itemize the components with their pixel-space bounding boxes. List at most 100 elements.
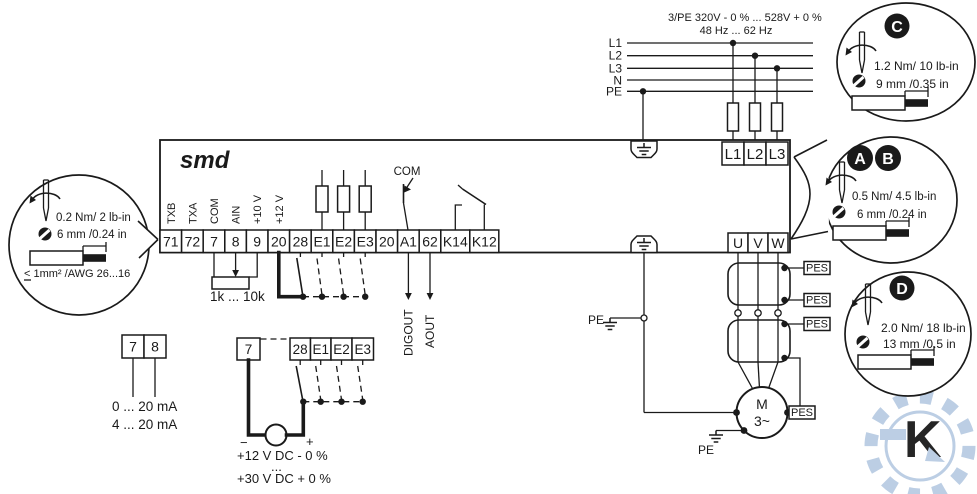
terminal-28-v: 28 — [293, 342, 308, 357]
callout-left-bubble — [8, 174, 150, 316]
gear-inner-ring — [884, 410, 956, 482]
signal-labels: TXB TXA COM AIN +10 V +12 V — [166, 194, 286, 224]
wiper-arrowhead — [232, 270, 239, 277]
pe-equipotential-wire: PE — [588, 252, 734, 414]
terminal-E2: E2 — [335, 234, 352, 250]
aout-label: AOUT — [423, 314, 437, 348]
terminal-W: W — [771, 235, 785, 251]
mains-spec: 3/PE 320V - 0 % ... 528V + 0 % — [668, 12, 822, 24]
ab-strip: 6 mm /0.24 in — [857, 209, 927, 221]
terminal-E3: E3 — [357, 234, 374, 250]
wire-end-icon — [37, 226, 53, 242]
terminal-U: U — [733, 235, 743, 251]
mains-supply: 3/PE 320V - 0 % ... 528V + 0 % 48 Hz ...… — [606, 12, 822, 142]
current-input-option: 7 8 0 ... 20 mA 4 ... 20 mA — [112, 334, 177, 432]
watermark-arrow-bar — [880, 429, 906, 440]
pes-clamp-3 — [803, 316, 831, 332]
com-label: COM — [394, 166, 421, 178]
signal-COM: COM — [209, 198, 221, 224]
pes-label-2: PES — [806, 295, 828, 307]
pe-terminal-top — [630, 140, 658, 159]
digout-arrow: DIGOUT — [401, 252, 415, 356]
pot-range-label: 1k ... 10k — [210, 289, 265, 304]
source-wire-plus — [284, 400, 306, 437]
terminal-9: 9 — [253, 234, 261, 250]
d-torque: 2.0 Nm/ 18 lb-in — [881, 321, 966, 335]
switch-E2 — [337, 252, 345, 296]
terminal-62: 62 — [422, 234, 438, 250]
terminal-A1: A1 — [400, 234, 417, 250]
callout-motor-terminals: D 2.0 Nm/ 18 lb-in 13 mm /0.5 in — [844, 271, 972, 397]
wire-end-icon — [855, 334, 871, 350]
internal-pullup-resistors — [315, 170, 372, 230]
motor-m: M — [756, 396, 768, 412]
callout-mains-terminals: C 1.2 Nm/ 10 lb-in 9 mm /0.35 in — [836, 2, 976, 122]
terminal-7-cur: 7 — [129, 339, 137, 355]
digout-label: DIGOUT — [401, 309, 415, 356]
relay-contact-icon — [454, 184, 487, 230]
terminal-E1: E1 — [313, 234, 330, 250]
motor-phase: 3~ — [754, 413, 770, 429]
badge-C — [884, 13, 910, 39]
fuse-L1 — [726, 102, 740, 132]
signal-12V: +12 V — [274, 194, 286, 224]
switch-E3 — [359, 252, 366, 296]
wire-end-icon — [831, 204, 847, 220]
signal-TXB: TXB — [166, 203, 178, 224]
terminal-20: 20 — [271, 234, 287, 250]
wire-end-icon — [851, 73, 867, 89]
terminal-72: 72 — [185, 234, 201, 250]
label-L2: L2 — [609, 49, 623, 63]
terminal-E3-v: E3 — [354, 342, 371, 357]
drive-block: smd COM TXB TXA COM AIN +10 — [159, 139, 791, 254]
fuses — [726, 43, 784, 142]
signal-10V: +10 V — [252, 194, 264, 224]
fuse-L3 — [770, 102, 784, 132]
label-N: N — [613, 74, 622, 88]
supply-12v-wire — [277, 250, 304, 299]
badge-B-letter: B — [882, 151, 894, 168]
switch-E1-v — [315, 360, 322, 400]
voltage-input-option: 7 28 E1 E2 E3 − + +12 V DC - 0 % ... +30… — [236, 337, 375, 486]
cable-shield-2 — [727, 319, 791, 363]
cable-shield-1 — [727, 262, 791, 306]
terminal-20b: 20 — [379, 234, 395, 250]
terminal-71: 71 — [163, 234, 179, 250]
terminal-E1-v: E1 — [312, 342, 329, 357]
switch-E2-v — [335, 360, 343, 400]
gear-icon — [864, 390, 976, 494]
pe-mid-label: PE — [588, 313, 604, 327]
terminal-7-v: 7 — [245, 342, 253, 357]
switch-E1 — [316, 252, 323, 296]
watermark-logo: K — [864, 390, 976, 494]
mains-frequency: 48 Hz ... 62 Hz — [700, 25, 773, 37]
terminal-K14: K14 — [443, 234, 468, 250]
motor-power-path: PES PES PES M 3~ PES PE PE — [588, 252, 831, 457]
switch-28 — [296, 252, 304, 295]
badge-D — [889, 275, 915, 301]
terminal-7: 7 — [210, 234, 218, 250]
watermark-arrowhead — [925, 447, 945, 462]
pes-clamp-1 — [803, 260, 831, 276]
terminal-28: 28 — [293, 234, 309, 250]
signal-AIN: AIN — [231, 206, 243, 224]
mains-terminal-strip: L1 L2 L3 — [721, 141, 789, 166]
badge-B — [875, 145, 901, 171]
badge-A — [847, 145, 873, 171]
badge-D-letter: D — [896, 281, 908, 298]
left-wire-gauge: < 1mm² /AWG 26...16 — [24, 268, 130, 280]
badge-C-letter: C — [891, 19, 903, 36]
plus-sign: + — [306, 434, 314, 449]
c-torque: 1.2 Nm/ 10 lb-in — [874, 59, 959, 73]
callout-control-terminals: 0.2 Nm/ 2 lb-in 6 mm /0.24 in < 1mm² /AW… — [8, 174, 159, 316]
callout-c-bubble — [836, 2, 976, 122]
label-PE: PE — [606, 85, 622, 99]
terminal-E2-v: E2 — [333, 342, 350, 357]
badge-A-letter: A — [854, 151, 866, 168]
terminal-L3: L3 — [769, 146, 786, 163]
control-wiring: 1k ... 10k DIGOUT AOUT — [210, 250, 437, 356]
terminal-K12: K12 — [472, 234, 497, 250]
pes-label-3: PES — [806, 319, 828, 331]
signal-TXA: TXA — [187, 202, 199, 224]
